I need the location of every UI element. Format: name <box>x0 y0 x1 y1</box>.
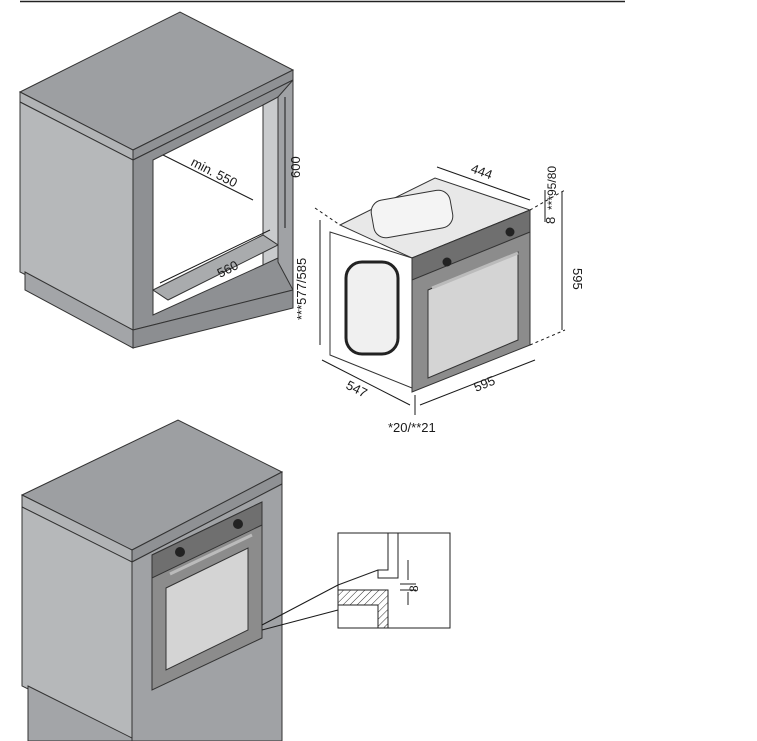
oven-side-depth-label: 547 <box>344 377 370 400</box>
oven-side-vent <box>344 260 400 356</box>
installed-knob-left <box>175 547 185 557</box>
detail-oven-section <box>377 532 399 579</box>
detail-gap-label: 8 <box>407 585 421 592</box>
oven-top-vent <box>370 189 454 239</box>
niche-dimensions <box>159 97 286 284</box>
detail-countertop-section <box>337 589 389 629</box>
detail-box <box>337 532 451 629</box>
oven-body <box>329 177 532 393</box>
niche-height-label: 600 <box>288 156 303 178</box>
detail-leaders <box>261 584 339 631</box>
oven-knob-right <box>505 227 515 237</box>
cabinet-with-oven <box>20 419 284 741</box>
oven-front-height-label: 595 <box>570 268 585 290</box>
cabinet-empty-niche <box>18 11 295 349</box>
cabinet2-left-side <box>21 506 133 741</box>
oven-knob-left <box>442 257 452 267</box>
installed-door-handle <box>169 533 253 576</box>
oven-panel-label: *20/**21 <box>388 420 436 435</box>
installed-knob-right <box>233 519 243 529</box>
oven-door-handle <box>431 251 519 290</box>
oven-control-strip <box>411 209 531 281</box>
oven-gap-label: 8 <box>543 217 558 224</box>
oven-top-offset-label: ***95/80 <box>545 166 559 210</box>
cabinet-plinth-side <box>132 289 294 349</box>
oven-side-height-label: ***577/585 <box>294 258 309 320</box>
installed-oven-glass <box>165 547 249 671</box>
oven-dimensions <box>314 166 566 415</box>
oven-depth-top-label: 444 <box>469 161 495 183</box>
cabinet2-plinth <box>27 685 133 741</box>
